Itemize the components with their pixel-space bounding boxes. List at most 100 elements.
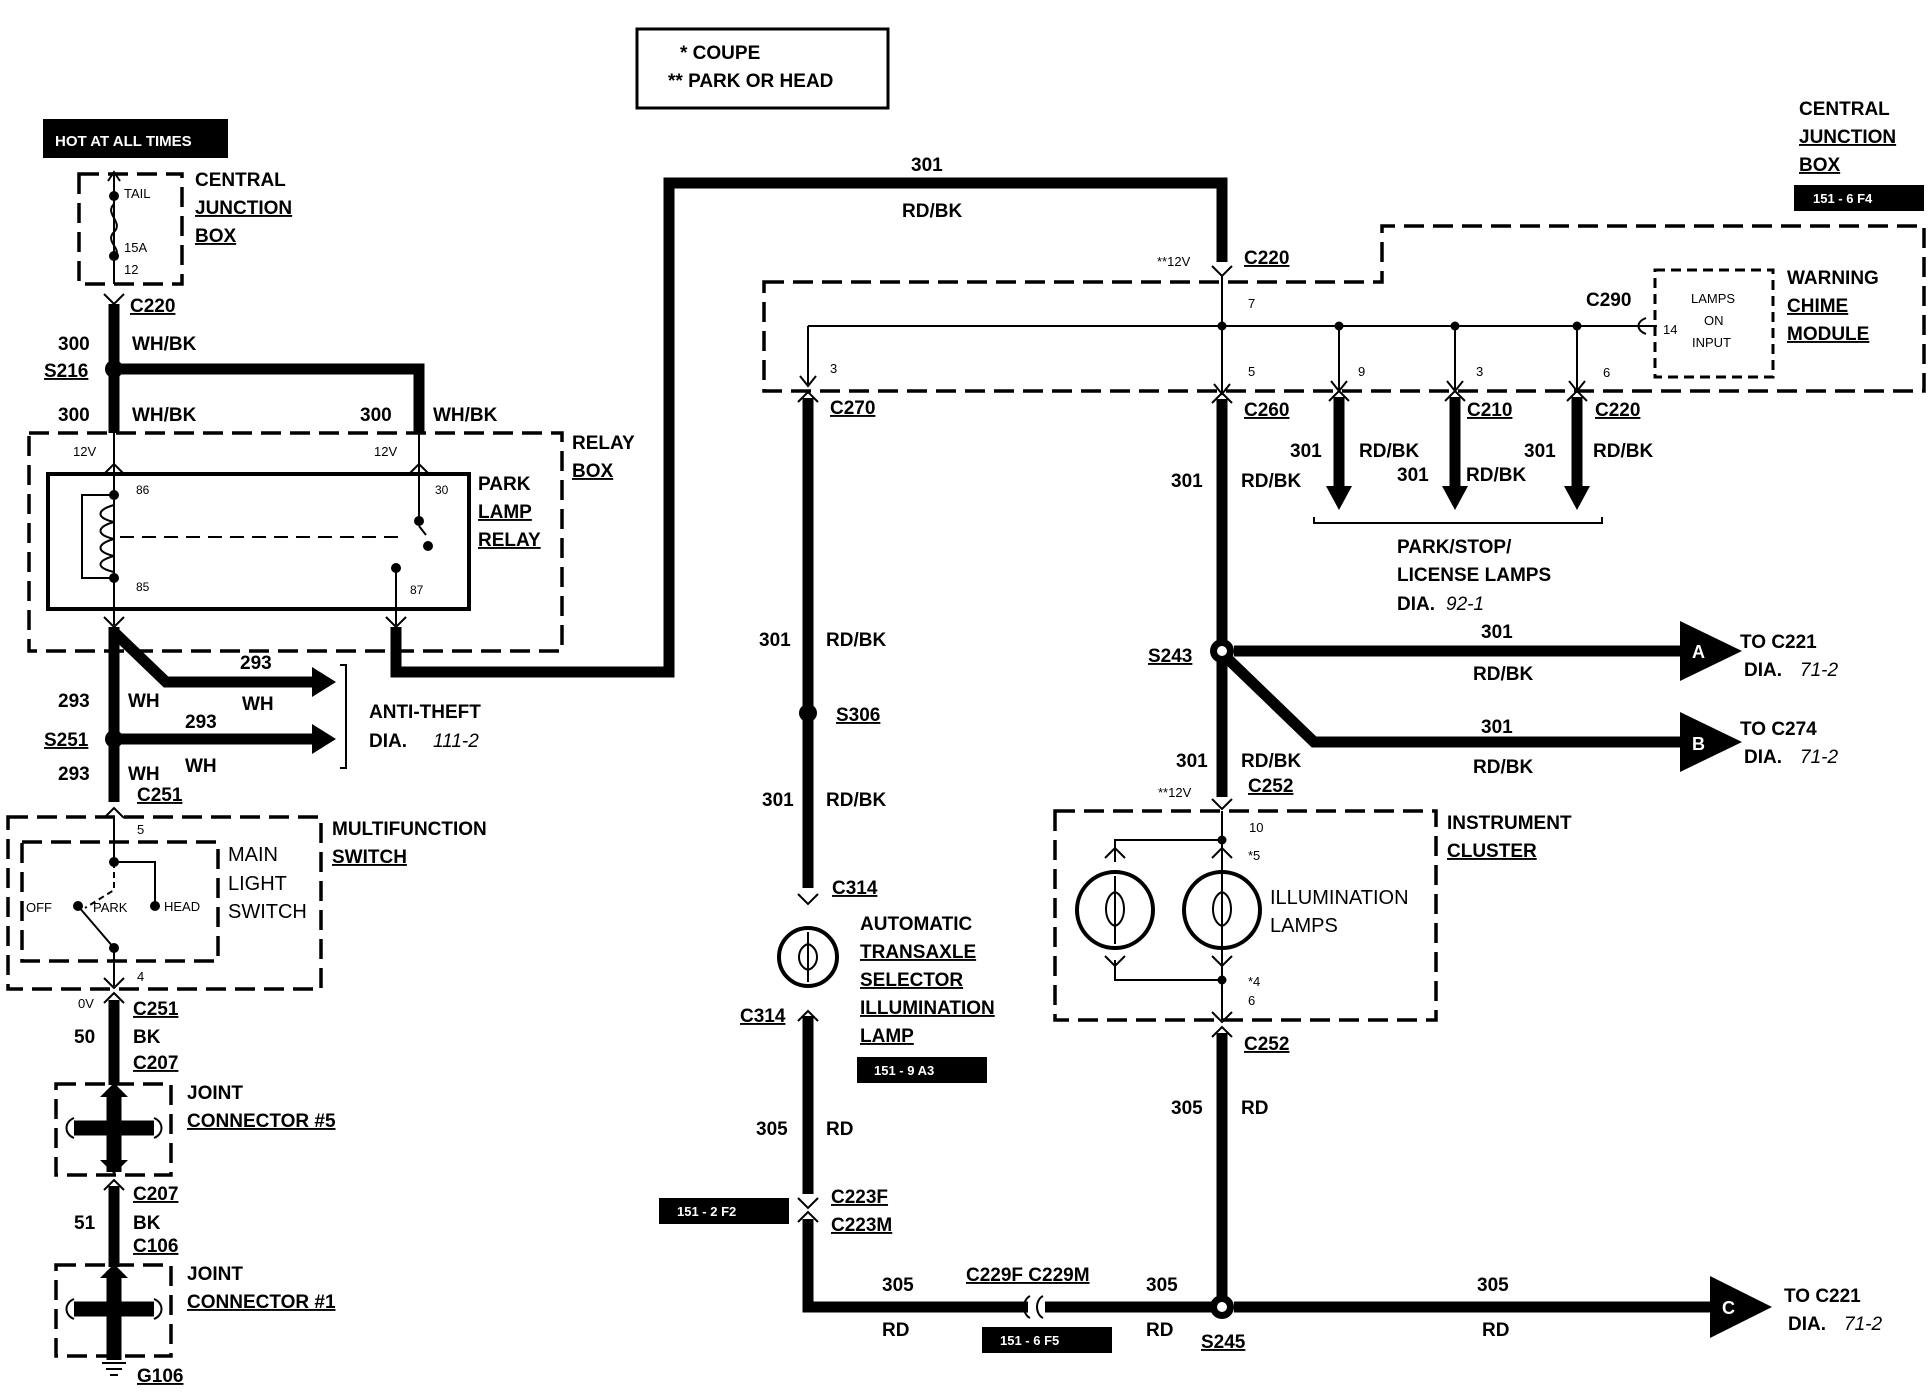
svg-text:TO C274: TO C274 [1740,719,1817,740]
svg-text:3: 3 [1476,364,1483,379]
svg-text:51: 51 [74,1213,96,1234]
svg-text:**12V: **12V [1158,785,1192,800]
svg-text:C270: C270 [830,398,875,419]
wire-305-right: C252 305 RD S245 C 305 RD TO C221 DIA. 7… [1171,1025,1882,1353]
svg-text:305: 305 [1171,1098,1203,1119]
svg-text:RD/BK: RD/BK [1359,441,1419,462]
warning-chime-module: LAMPS ON INPUT WARNING CHIME MODULE [1653,268,1879,379]
auto-transaxle-lamp: C314 AUTOMATIC TRANSAXLE SELECTOR ILLUMI… [740,914,995,1083]
svg-text:301: 301 [759,630,791,651]
svg-text:HEAD: HEAD [164,899,200,914]
cjb-internal-bus: 7 3 5 9 3 6 C290 14 [799,276,1677,396]
svg-text:87: 87 [410,583,424,597]
svg-text:BK: BK [133,1213,161,1234]
svg-text:S306: S306 [836,705,880,726]
svg-text:RD/BK: RD/BK [826,790,886,811]
hot-at-all-times-label: HOT AT ALL TIMES [43,119,228,158]
svg-text:A: A [1692,642,1705,662]
svg-text:301: 301 [1524,441,1556,462]
svg-text:B: B [1692,734,1705,754]
bulb-icon [1182,870,1262,950]
svg-text:301: 301 [1481,622,1513,643]
wire-51: C207 51 BK C106 [74,1178,178,1267]
svg-text:AUTOMATIC: AUTOMATIC [860,914,973,935]
svg-text:RD: RD [1241,1098,1268,1119]
anti-theft-label: ANTI-THEFT [369,702,481,723]
svg-text:301: 301 [1397,465,1429,486]
svg-text:S243: S243 [1148,646,1192,667]
svg-text:WH: WH [242,694,274,715]
svg-text:**12V: **12V [1157,254,1191,269]
svg-text:RD/BK: RD/BK [1473,757,1533,778]
relay-coil-icon [99,504,115,573]
svg-text:JOINT: JOINT [187,1083,243,1104]
svg-text:305: 305 [882,1275,914,1296]
relay-box: RELAY BOX 12V 12V 86 85 30 87 PARK [27,431,635,653]
anti-theft-dia: DIA. [369,731,407,752]
svg-text:151 - 6 F4: 151 - 6 F4 [1813,191,1873,206]
svg-text:RD/BK: RD/BK [1241,471,1301,492]
svg-text:C220: C220 [1595,400,1640,421]
svg-text:C314: C314 [832,878,878,899]
svg-text:305: 305 [1146,1275,1178,1296]
svg-text:WH/BK: WH/BK [132,405,197,426]
svg-text:BOX: BOX [1799,155,1841,176]
relay-box-line2: BOX [572,461,614,482]
svg-text:301: 301 [1481,717,1513,738]
svg-text:C106: C106 [133,1236,178,1257]
svg-text:CONNECTOR #5: CONNECTOR #5 [187,1111,336,1132]
splice-s306 [799,704,817,722]
park-stop-lamp-branches: C210 C220 301 RD/BK 301 RD/BK 301 RD/BK … [1290,389,1653,615]
relay-name-line2: LAMP [478,502,532,523]
svg-text:MULTIFUNCTION: MULTIFUNCTION [332,819,487,840]
svg-text:G106: G106 [137,1366,183,1387]
wire-293: 293 WH 293 WH S251 293 WH 293 WH C251 AN… [44,627,481,819]
svg-text:ON: ON [1704,313,1724,328]
svg-text:DIA.: DIA. [1788,1314,1826,1335]
svg-text:CHIME: CHIME [1787,296,1848,317]
svg-text:301: 301 [1290,441,1322,462]
relay-box-line1: RELAY [572,433,635,454]
cjb-left-line2: JUNCTION [195,198,292,219]
svg-text:50: 50 [74,1027,95,1048]
svg-text:293: 293 [58,691,90,712]
svg-text:INSTRUMENT: INSTRUMENT [1447,813,1572,834]
svg-text:TO C221: TO C221 [1740,632,1817,653]
wire-301-top: 301 RD/BK **12V C220 [390,155,1289,678]
svg-text:301: 301 [762,790,794,811]
svg-text:C251: C251 [137,785,183,806]
svg-text:C207: C207 [133,1053,178,1074]
svg-text:ILLUMINATION: ILLUMINATION [860,998,995,1019]
svg-text:5: 5 [137,822,144,837]
svg-text:9: 9 [1358,364,1365,379]
svg-text:WH: WH [128,691,160,712]
instrument-cluster: INSTRUMENT CLUSTER 10 *5 *4 6 ILLUMINATI… [1053,809,1572,1024]
svg-text:C229F C229M: C229F C229M [966,1265,1090,1286]
svg-text:JUNCTION: JUNCTION [1799,127,1896,148]
svg-text:301: 301 [911,155,943,176]
svg-text:S245: S245 [1201,1332,1246,1353]
svg-text:LAMPS: LAMPS [1691,291,1735,306]
multifunction-switch: MULTIFUNCTION SWITCH 5 OFF PARK HEAD MAI… [6,815,487,991]
svg-text:RD: RD [1482,1320,1509,1341]
svg-text:SELECTOR: SELECTOR [860,970,963,991]
svg-text:CENTRAL: CENTRAL [1799,99,1890,120]
svg-text:RD/BK: RD/BK [1241,751,1301,772]
svg-text:DIA.: DIA. [1744,747,1782,768]
svg-text:301: 301 [1171,471,1203,492]
joint-connector-5: JOINT CONNECTOR #5 [54,1082,336,1177]
svg-text:JOINT: JOINT [187,1264,243,1285]
svg-text:C207: C207 [133,1184,178,1205]
svg-text:S251: S251 [44,730,89,751]
svg-text:*4: *4 [1248,974,1260,989]
svg-text:RD/BK: RD/BK [1466,465,1526,486]
legend: * COUPE ** PARK OR HEAD [635,27,890,110]
relay-name-line3: RELAY [478,530,541,551]
svg-text:C220: C220 [1244,248,1289,269]
svg-text:14: 14 [1663,322,1677,337]
svg-text:3: 3 [830,361,837,376]
svg-text:RD: RD [882,1320,909,1341]
svg-text:151 - 2 F2: 151 - 2 F2 [677,1204,736,1219]
central-junction-box-right: CENTRAL JUNCTION BOX 151 - 6 F4 [1794,99,1924,211]
svg-text:*5: *5 [1248,848,1260,863]
